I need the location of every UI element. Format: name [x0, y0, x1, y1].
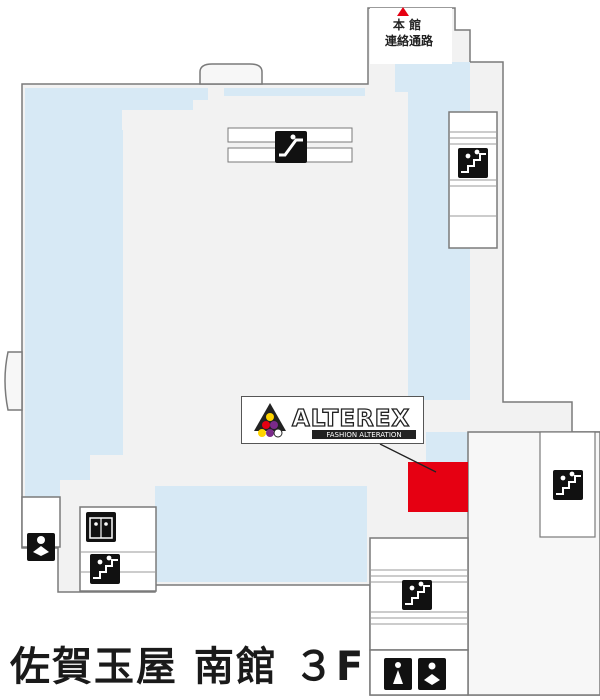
baby-care-icon-south: [418, 658, 446, 690]
callout-pointer: [379, 443, 437, 473]
alterex-logo-mark: [254, 403, 286, 438]
alterex-subtitle: FASHION ALTERATION: [326, 431, 401, 439]
connection-label-2: 連絡通路: [385, 33, 434, 48]
alterex-shop-location[interactable]: [408, 462, 468, 512]
stairs-upper-right: [448, 111, 498, 249]
connection-passage: 本 館 連絡通路: [370, 7, 452, 64]
alterex-logo: ALTEREX FASHION ALTERATION: [254, 403, 416, 439]
floor-title: 佐賀玉屋 南館 ３F: [10, 644, 366, 690]
restroom-icon: [384, 658, 412, 690]
baby-care-icon: [27, 533, 55, 561]
stairs-icon-east: [553, 470, 583, 500]
shop-callout[interactable]: ALTEREX FASHION ALTERATION: [241, 396, 424, 444]
left-bay: [4, 351, 23, 411]
service-block-left: [21, 496, 157, 592]
alterex-wordmark: ALTEREX: [292, 406, 410, 432]
connection-label-1: 本 館: [393, 17, 421, 32]
top-bay: [199, 63, 263, 85]
stairs-icon: [458, 148, 488, 178]
stairs-icon-south: [402, 580, 432, 610]
connection-arrow-icon: [397, 7, 409, 16]
elevator-icon: [86, 512, 116, 542]
east-wing: [369, 431, 600, 696]
escalator-icon: [275, 131, 307, 163]
stairs-icon-left: [90, 554, 120, 584]
escalator: [227, 127, 353, 163]
